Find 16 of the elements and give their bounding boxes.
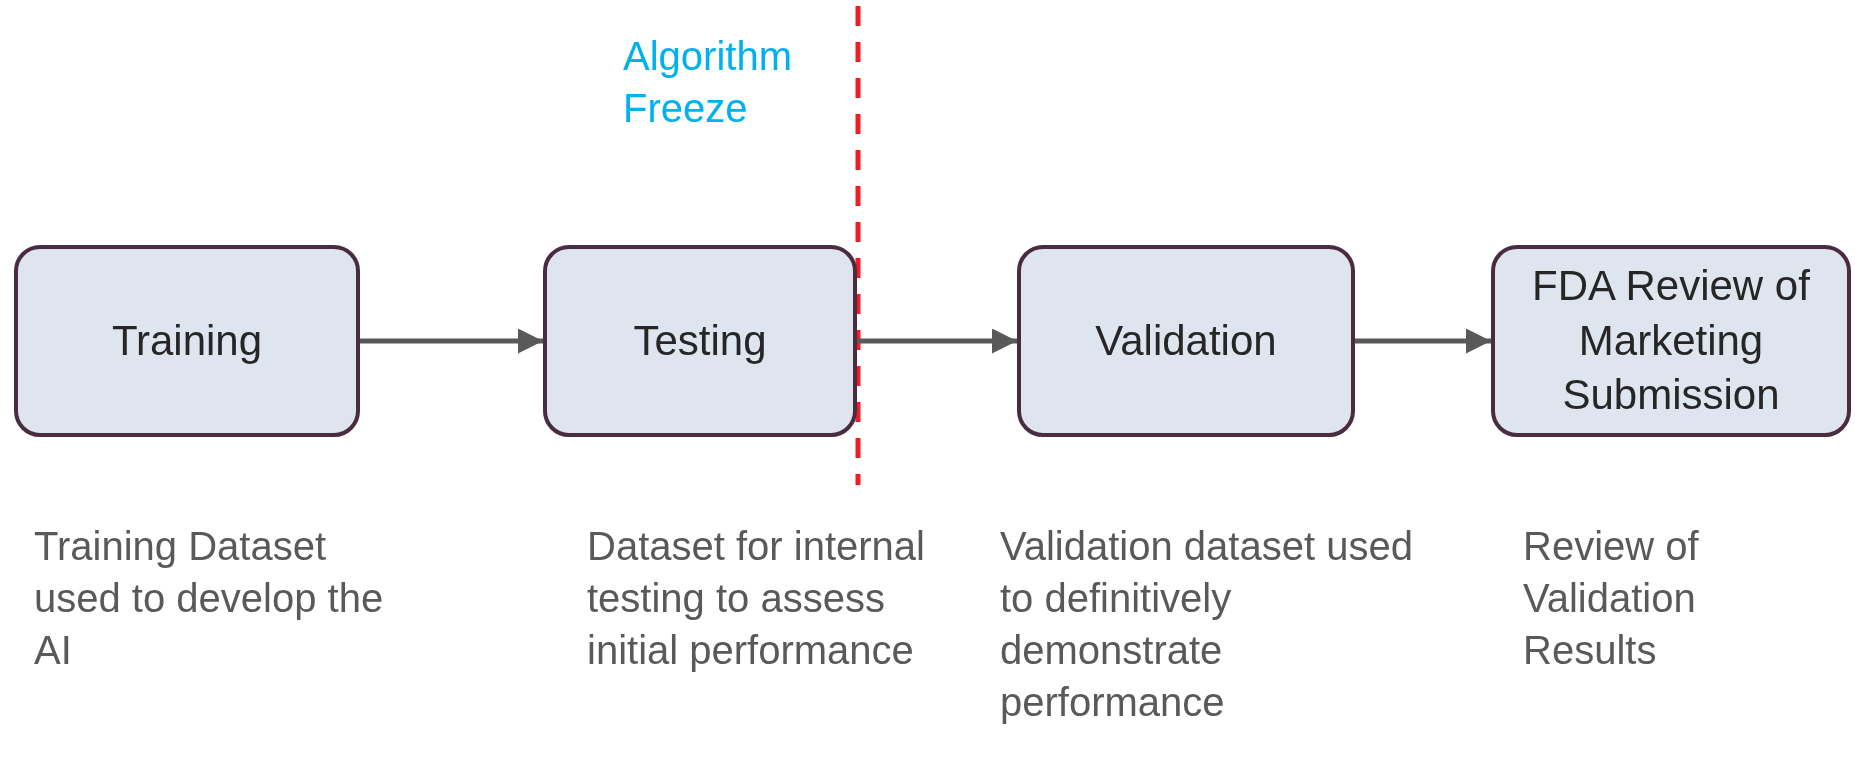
process-box	[543, 245, 857, 437]
caption-text: Review of Validation Results	[1523, 523, 1700, 674]
caption-text: Dataset for internal testing to assess initial performance	[587, 523, 926, 674]
process-box	[1491, 245, 1851, 437]
arrow	[1355, 328, 1491, 354]
arrow	[360, 328, 543, 354]
arrow	[857, 328, 1017, 354]
box-label: Testing	[633, 315, 767, 366]
process-box	[14, 245, 360, 437]
box-label: Training	[111, 315, 263, 366]
box-label: FDA Review of Marketing Submission	[1531, 261, 1811, 421]
caption-text: Training Dataset used to develop the AI	[34, 523, 385, 674]
box-label: Validation	[1095, 315, 1277, 366]
annotation-text: Algorithm Freeze	[623, 33, 793, 132]
caption-text: Validation dataset used to definitively demonstrate performance	[1000, 523, 1414, 726]
process-box	[1017, 245, 1355, 437]
